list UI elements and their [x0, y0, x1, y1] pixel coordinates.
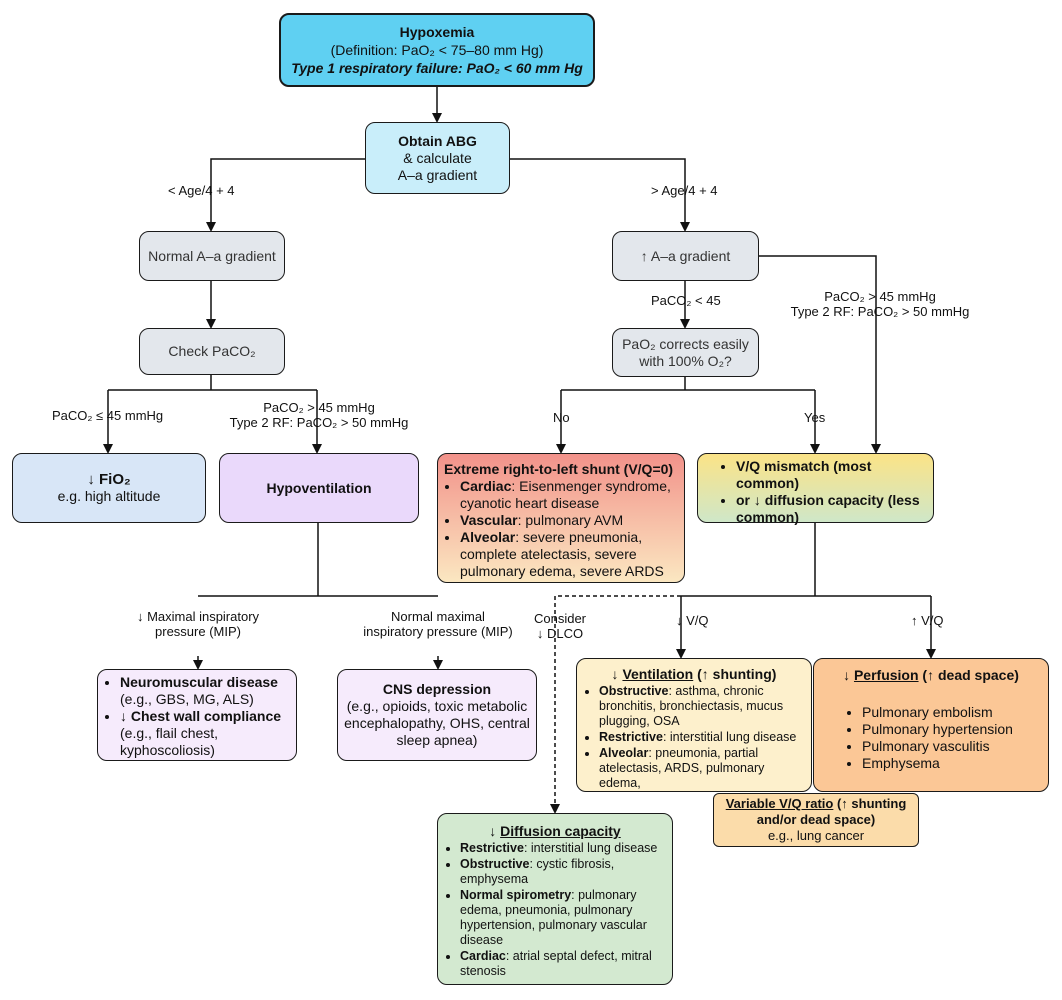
- label-age-low: < Age/4 + 4: [168, 183, 235, 198]
- label-paco2-gt45-right-text: PaCO₂ > 45 mmHg: [824, 289, 936, 304]
- neuromuscular-item2-detail: (e.g., flail chest, kyphoscoliosis): [120, 725, 219, 758]
- shunt-item-cardiac: Cardiac: Eisenmenger syndrome, cyanotic …: [460, 478, 678, 512]
- normal-gradient-label: Normal A–a gradient: [148, 247, 276, 264]
- hypoxemia-type1: Type 1 respiratory failure: PaO₂ < 60 mm…: [291, 60, 583, 76]
- abg-line2: & calculate: [403, 149, 472, 166]
- shunt-item-vascular: Vascular: pulmonary AVM: [460, 512, 678, 529]
- hypoxemia-title: Hypoxemia: [399, 24, 475, 40]
- label-type2-left-text: Type 2 RF: PaCO₂ > 50 mmHg: [229, 415, 409, 430]
- fio2-example: e.g. high altitude: [57, 488, 161, 504]
- diffusion-item-cardiac: Cardiac: atrial septal defect, mitral st…: [460, 949, 666, 979]
- abg-title: Obtain ABG: [398, 132, 477, 149]
- shunt-box: Extreme right-to-left shunt (V/Q=0) Card…: [437, 453, 685, 583]
- label-mip-low-1: ↓ Maximal inspiratory: [136, 609, 260, 624]
- abg-line3: A–a gradient: [397, 166, 478, 183]
- label-paco2-gt45-right: PaCO₂ > 45 mmHg Type 2 RF: PaCO₂ > 50 mm…: [785, 289, 975, 319]
- label-no: No: [553, 410, 570, 425]
- arrow-abg-high: [510, 158, 690, 232]
- perfusion-item-vasculitis: Pulmonary vasculitis: [862, 738, 1040, 755]
- ventilation-item-alveolar: Alveolar: pneumonia, partial atelectasis…: [599, 746, 805, 791]
- vq-mismatch-item: V/Q mismatch (most common): [736, 458, 925, 492]
- corrects-line1: PaO₂ corrects easily: [622, 335, 749, 352]
- cns-title: CNS depression: [382, 681, 492, 697]
- check-paco2-label: Check PaCO₂: [168, 343, 256, 359]
- label-consider-2: ↓ DLCO: [536, 626, 584, 641]
- diffusion-item-normal-spirometry: Normal spirometry: pulmonary edema, pneu…: [460, 888, 666, 948]
- cns-detail: (e.g., opioids, toxic metabolic encephal…: [344, 698, 530, 748]
- normal-gradient-box: Normal A–a gradient: [139, 231, 285, 281]
- high-gradient-label: ↑ A–a gradient: [640, 247, 731, 264]
- variable-vq-example: e.g., lung cancer: [767, 828, 865, 843]
- label-mip-low-2: pressure (MIP): [155, 624, 241, 639]
- diffusion-item-restrictive: Restrictive: interstitial lung disease: [460, 841, 666, 856]
- label-consider: Consider ↓ DLCO: [530, 611, 590, 641]
- corrects-line2: with 100% O₂?: [639, 352, 732, 369]
- label-mip-low: ↓ Maximal inspiratory pressure (MIP): [126, 609, 270, 639]
- diffusion-capacity-item: or ↓ diffusion capacity (less common): [736, 492, 925, 526]
- label-mip-normal-1: Normal maximal: [391, 609, 485, 624]
- label-paco2-gt45-left: PaCO₂ > 45 mmHg Type 2 RF: PaCO₂ > 50 mm…: [226, 400, 412, 430]
- label-mip-normal: Normal maximal inspiratory pressure (MIP…: [346, 609, 530, 639]
- hypoxemia-definition: (Definition: PaO₂ < 75–80 mm Hg): [330, 42, 544, 58]
- hypoventilation-box: Hypoventilation: [219, 453, 419, 523]
- fio2-box: ↓ FiO₂ e.g. high altitude: [12, 453, 206, 523]
- label-paco2-gt45-left-text: PaCO₂ > 45 mmHg: [263, 400, 375, 415]
- label-age-high: > Age/4 + 4: [651, 183, 718, 198]
- neuromuscular-item2-title: ↓ Chest wall compliance: [120, 708, 282, 724]
- perfusion-item-emphysema: Emphysema: [862, 755, 1040, 772]
- label-vq-high: ↑ V/Q: [911, 613, 944, 628]
- shunt-item-alveolar: Alveolar: severe pneumonia, complete ate…: [460, 529, 678, 580]
- abg-box: Obtain ABG & calculate A–a gradient: [365, 122, 510, 194]
- diffusion-item-obstructive: Obstructive: cystic fibrosis, emphysema: [460, 857, 666, 887]
- hypoxemia-box: Hypoxemia (Definition: PaO₂ < 75–80 mm H…: [279, 13, 595, 87]
- diffusion-box: ↓ Diffusion capacity Restrictive: inters…: [437, 813, 673, 985]
- variable-vq-title: Variable V/Q ratio (↑ shunting and/or de…: [725, 796, 907, 827]
- corrects-box: PaO₂ corrects easily with 100% O₂?: [612, 328, 759, 377]
- check-paco2-box: Check PaCO₂: [139, 328, 285, 375]
- fio2-title: ↓ FiO₂: [87, 471, 131, 488]
- diffusion-title: ↓ Diffusion capacity: [489, 823, 621, 839]
- perfusion-title: ↓ Perfusion (↑ dead space): [843, 667, 1019, 683]
- neuromuscular-item1-title: Neuromuscular disease: [120, 674, 278, 690]
- ventilation-box: ↓ Ventilation (↑ shunting) Obstructive: …: [576, 658, 812, 792]
- variable-vq-box: Variable V/Q ratio (↑ shunting and/or de…: [713, 793, 919, 847]
- ventilation-item-restrictive: Restrictive: interstitial lung disease: [599, 730, 805, 745]
- perfusion-item-ph: Pulmonary hypertension: [862, 721, 1040, 738]
- label-type2-right-text: Type 2 RF: PaCO₂ > 50 mmHg: [790, 304, 970, 319]
- label-vq-low: ↓ V/Q: [676, 613, 709, 628]
- shunt-title: Extreme right-to-left shunt (V/Q=0): [444, 461, 674, 477]
- label-consider-1: Consider: [533, 611, 587, 626]
- ventilation-title: ↓ Ventilation (↑ shunting): [611, 666, 777, 682]
- perfusion-box: ↓ Perfusion (↑ dead space) Pulmonary emb…: [813, 658, 1049, 792]
- neuromuscular-item1-detail: (e.g., GBS, MG, ALS): [120, 691, 254, 707]
- label-mip-normal-2: inspiratory pressure (MIP): [363, 624, 513, 639]
- arrow-high-vq: [759, 255, 881, 454]
- arrow-abg-normal: [206, 158, 365, 232]
- neuromuscular-box: Neuromuscular disease (e.g., GBS, MG, AL…: [97, 669, 297, 761]
- label-yes: Yes: [804, 410, 826, 425]
- ventilation-item-obstructive: Obstructive: asthma, chronic bronchitis,…: [599, 684, 805, 729]
- hypoventilation-title: Hypoventilation: [266, 479, 372, 496]
- arrow-consider-dlco: [550, 595, 681, 814]
- vq-mismatch-box: V/Q mismatch (most common) or ↓ diffusio…: [697, 453, 934, 526]
- label-paco2-lt45: PaCO₂ < 45: [651, 293, 721, 308]
- perfusion-item-pe: Pulmonary embolism: [862, 704, 1040, 721]
- label-paco2-le45: PaCO₂ ≤ 45 mmHg: [52, 408, 164, 423]
- cns-box: CNS depression (e.g., opioids, toxic met…: [337, 669, 537, 761]
- high-gradient-box: ↑ A–a gradient: [612, 231, 759, 281]
